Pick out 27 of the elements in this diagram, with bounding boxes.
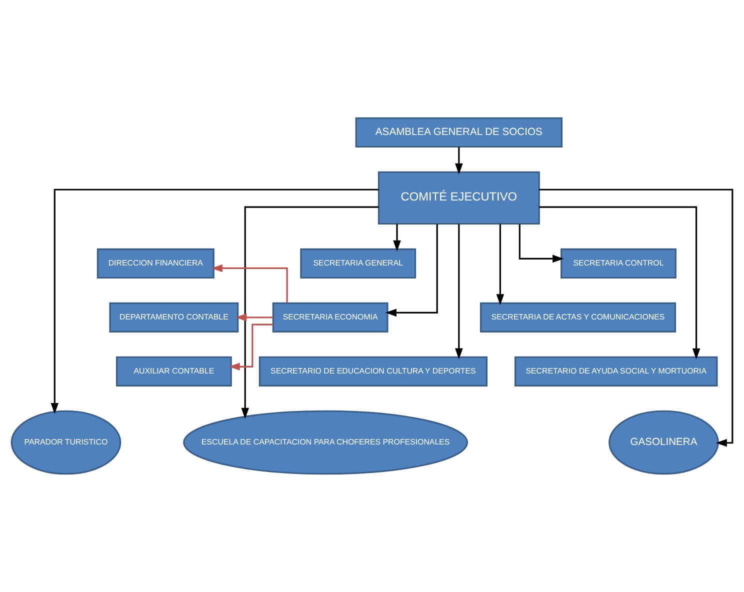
node-box: COMITÉ EJECUTIVO [378, 171, 540, 225]
arrow [455, 224, 463, 360]
node-ellipse: PARADOR TURISTICO [10, 410, 122, 475]
arrow [455, 147, 463, 175]
arrow [241, 206, 379, 420]
arrow [228, 324, 274, 371]
node-box: SECRETARIO DE AYUDA SOCIAL Y MORTUORIA [514, 356, 718, 386]
node-box: SECRETARIA CONTROL [560, 248, 676, 279]
node-ellipse: ESCUELA DE CAPACITACION PARA CHOFERES PROFESIONALES [183, 410, 468, 475]
node-box: DEPARTAMENTO CONTABLE [109, 302, 239, 333]
node-box: SECRETARIA DE ACTAS Y COMUNICACIONES [480, 302, 676, 333]
arrow [393, 224, 401, 252]
node-ellipse: GASOLINERA [608, 410, 719, 475]
arrow [211, 264, 288, 303]
arrow [539, 188, 734, 447]
arrow [50, 188, 379, 414]
node-box: SECRETARIO DE EDUCACION CULTURA Y DEPORTES [258, 356, 488, 386]
arrow [539, 206, 700, 360]
node-box: SECRETARIA GENERAL [300, 248, 416, 279]
arrow [385, 224, 438, 317]
arrow [235, 314, 273, 322]
node-box: DIRECCION FINANCIERA [96, 248, 214, 279]
node-box: ASAMBLEA GENERAL DE SOCIOS [355, 117, 563, 148]
arrow [496, 224, 504, 306]
node-box: SECRETARIA ECONOMIA [272, 302, 388, 333]
node-box: AUXILIAR CONTABLE [116, 356, 232, 386]
arrow [518, 224, 564, 263]
